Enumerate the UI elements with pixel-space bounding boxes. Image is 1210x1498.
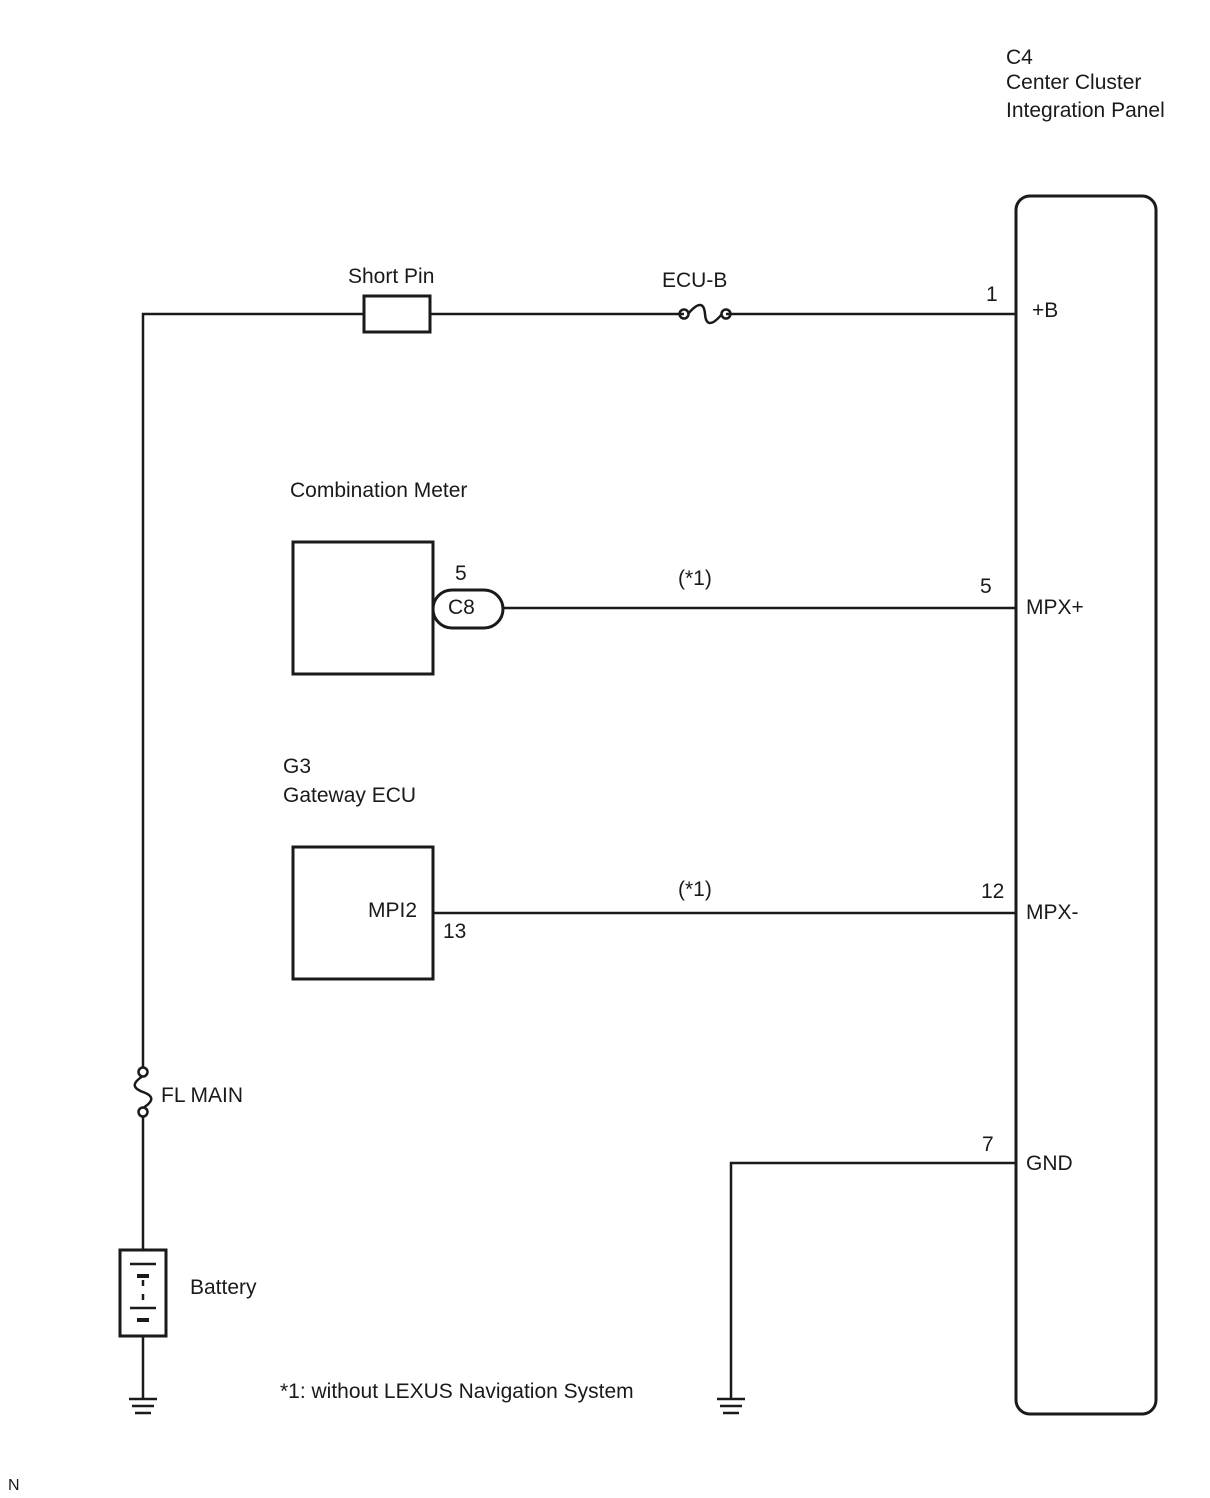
- panel-block: [1014, 194, 1158, 1416]
- ecu-b-fuse-symbol: [687, 303, 723, 325]
- power-wire: [141, 312, 364, 1068]
- battery-label: Battery: [190, 1276, 257, 1299]
- ecu-b-fuse-label: ECU-B: [662, 269, 728, 292]
- fl-main-fuse-symbol: [133, 1074, 153, 1110]
- gateway-ecu-name: Gateway ECU: [283, 784, 417, 807]
- connector-c8-label: C8: [448, 596, 475, 619]
- panel-name-line2: Integration Panel: [1006, 99, 1165, 122]
- pin-number-mpx-minus: 12: [981, 880, 1005, 903]
- pin-number-mpx-plus: 5: [980, 575, 992, 598]
- combination-meter-block: [291, 540, 435, 676]
- pin-name-gnd: GND: [1026, 1152, 1073, 1175]
- mpx-minus-wire-note: (*1): [678, 878, 712, 901]
- pin-name-mpx-plus: MPX+: [1026, 596, 1084, 619]
- pin-name-b: +B: [1032, 299, 1059, 322]
- gnd-wire: [729, 1161, 1016, 1398]
- panel-name-line1: Center Cluster: [1006, 71, 1142, 94]
- pin-name-mpx-minus: MPX-: [1026, 901, 1079, 924]
- combination-meter-pin: 5: [455, 562, 467, 585]
- footnote: *1: without LEXUS Navigation System: [280, 1380, 634, 1403]
- mpx-plus-wire-note: (*1): [678, 567, 712, 590]
- fl-main-fuse-label: FL MAIN: [161, 1084, 244, 1107]
- gateway-ecu-code: G3: [283, 755, 312, 778]
- short-pin-label: Short Pin: [348, 265, 435, 288]
- panel-code: C4: [1006, 46, 1033, 69]
- gateway-ecu-pin: 13: [443, 920, 467, 943]
- short-pin-symbol: [362, 294, 432, 334]
- fl-main-fuse-symbol: [137, 1066, 149, 1078]
- pin-number-gnd: 7: [982, 1133, 994, 1156]
- fl-main-fuse-symbol: [137, 1106, 149, 1118]
- pin-number-b: 1: [986, 283, 998, 306]
- corner-mark: N: [8, 1477, 20, 1494]
- combination-meter-label: Combination Meter: [290, 479, 468, 502]
- gateway-ecu-terminal: MPI2: [368, 899, 418, 922]
